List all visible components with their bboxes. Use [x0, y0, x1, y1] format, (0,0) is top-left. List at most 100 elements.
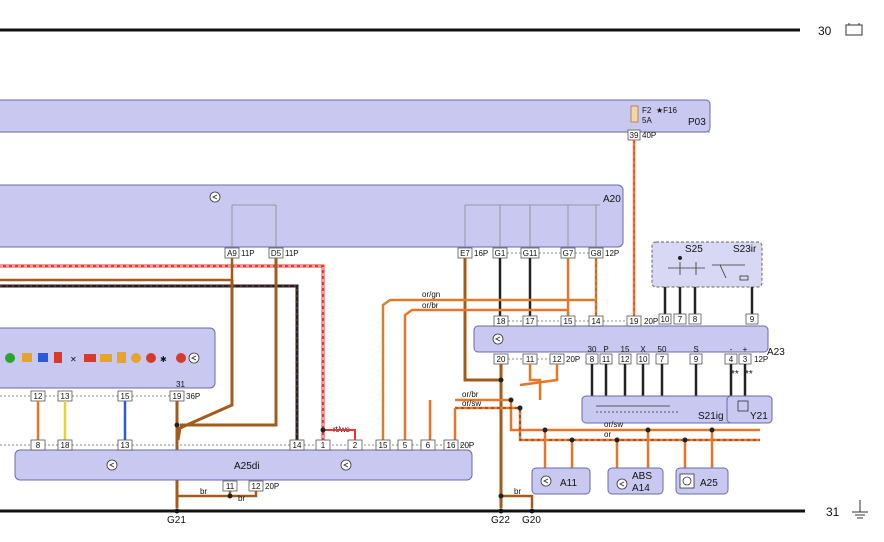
- a11-module: [531, 467, 591, 495]
- cluster-pin-19-label: 19: [173, 392, 182, 401]
- cluster-pin-12-label: 12: [34, 392, 43, 401]
- switch-symbol: [668, 262, 749, 281]
- wire-or-gn: or/gn: [422, 290, 440, 299]
- a23-sw-pin-9: [745, 313, 759, 325]
- a25di-pin-12-label: 12: [252, 482, 261, 491]
- a25di-pin-2-label: 2: [353, 441, 358, 450]
- fuse-f2: [630, 105, 639, 123]
- a25-name: A25: [700, 478, 718, 489]
- p03-conn: 40P: [642, 131, 656, 140]
- a20-pin-g8-conn: 12P: [605, 249, 619, 258]
- a25di-pin-13: [117, 439, 133, 451]
- can-icon: [340, 459, 352, 471]
- a23-sw-pin-9-label: 9: [750, 315, 755, 324]
- wire-or: or: [604, 430, 611, 439]
- a20-module: [0, 184, 624, 248]
- cluster-pin31: 31: [176, 380, 185, 389]
- wire-or-br2: or/br: [462, 390, 479, 399]
- can-icon: [540, 475, 552, 487]
- a25di-pin-13-label: 13: [121, 441, 130, 450]
- a25di-pin-18-label: 18: [61, 441, 70, 450]
- a20-pin-g1-label: G1: [495, 249, 506, 258]
- wire-or-sw: or/sw: [462, 399, 481, 408]
- a23-label-plus: +: [743, 345, 748, 354]
- fuse-note: ★F16: [656, 106, 678, 115]
- a25di-top-conn: 20P: [460, 441, 474, 450]
- a23-br-pin-11-label: 11: [602, 355, 611, 364]
- y21-name: Y21: [750, 411, 768, 422]
- a25di-pin-16: [443, 439, 459, 451]
- rail-31-label: 31: [826, 505, 840, 519]
- a23-br-pin-8-label: 8: [590, 355, 595, 364]
- svg-text:✕: ✕: [70, 355, 77, 364]
- a23-br-pin-12-label: 12: [621, 355, 630, 364]
- a25di-bottom-conn: 20P: [265, 482, 279, 491]
- a23-label-p: P: [603, 345, 608, 354]
- svg-text:✱: ✱: [160, 355, 167, 364]
- a23-sw-pin-8-label: 8: [693, 315, 698, 324]
- a20-pin-e7-conn: 16P: [474, 249, 488, 258]
- marker-1: **: [731, 369, 739, 380]
- a23-sw-pin-7-label: 7: [678, 315, 683, 324]
- p03-pin-label: 39: [630, 131, 639, 140]
- can-icon: [188, 352, 200, 364]
- marker-2: **: [745, 369, 753, 380]
- a23-label-50: 50: [658, 345, 667, 354]
- a25di-pin-5: [397, 439, 413, 451]
- a25di-pin-18: [57, 439, 73, 451]
- a14-label: ABS: [632, 471, 652, 482]
- battery-icon: [845, 23, 863, 36]
- a23-module: [473, 325, 769, 353]
- wire-br1: br: [200, 487, 207, 496]
- a20-pin-d5-conn: 11P: [285, 249, 299, 258]
- a11-name: A11: [560, 478, 577, 489]
- wire-or-br: or/br: [422, 301, 439, 310]
- fuse-name: F2: [642, 106, 652, 115]
- a25di-pin-14: [289, 439, 305, 451]
- s25-s23ir-box: [651, 241, 763, 288]
- warning-lamps: ✕ ✱: [5, 352, 186, 364]
- can-icon: [616, 478, 628, 490]
- a23-pin-11-label: 11: [526, 355, 535, 364]
- a23-pin-18-label: 18: [497, 317, 506, 326]
- a23-pin-15-label: 15: [564, 317, 573, 326]
- a20-pin-g8-label: G8: [591, 249, 602, 258]
- a23-pin-20-label: 20: [497, 355, 506, 364]
- a20-pin-d5-label: D5: [271, 249, 282, 258]
- a23-sw-pin-7: [673, 313, 687, 325]
- a23-br-pin-3-label: 3: [743, 355, 748, 364]
- ground-icon: [852, 500, 868, 519]
- a20-pin-e7-label: E7: [460, 249, 470, 258]
- a23-bottom-right-conn: 12P: [754, 355, 768, 364]
- a23-pin-19-label: 19: [630, 317, 639, 326]
- a25di-pin-15-label: 15: [379, 441, 388, 450]
- a23-pin-12-label: 12: [553, 355, 562, 364]
- ground-g21: G21: [167, 515, 186, 526]
- ignition-switch-symbol: [596, 400, 749, 413]
- fuse-rating: 5A: [642, 116, 652, 125]
- wire-br2: br: [238, 494, 245, 503]
- steering-sensor-icon: [679, 473, 695, 489]
- a20-pin-a9-label: A9: [227, 249, 237, 258]
- a25di-pin-6: [420, 439, 436, 451]
- a23-label-15: 15: [621, 345, 630, 354]
- a25di-pin-8: [30, 439, 46, 451]
- a23-label-minus: -: [730, 345, 733, 354]
- a25di-pin-8-label: 8: [36, 441, 41, 450]
- p03-name: P03: [688, 117, 706, 128]
- a20-pin-g11-label: G11: [523, 249, 538, 258]
- a25di-pin-5-label: 5: [403, 441, 408, 450]
- a23-bottom-left-conn: 20P: [566, 355, 580, 364]
- a25di-pin-1-label: 1: [321, 441, 326, 450]
- wire-or-sw2: or/sw: [604, 420, 623, 429]
- a20-name: A20: [603, 194, 621, 205]
- a25di-pin-6-label: 6: [426, 441, 431, 450]
- a23-br-pin-7-label: 7: [660, 355, 665, 364]
- a23-sw-pin-8: [688, 313, 702, 325]
- a20-pin-a9-conn: 11P: [241, 249, 255, 258]
- p03-module: [0, 99, 711, 133]
- a23-pin-14-label: 14: [592, 317, 601, 326]
- a25di-pin-16-label: 16: [447, 441, 456, 450]
- cluster-top-conn: 36P: [186, 392, 200, 401]
